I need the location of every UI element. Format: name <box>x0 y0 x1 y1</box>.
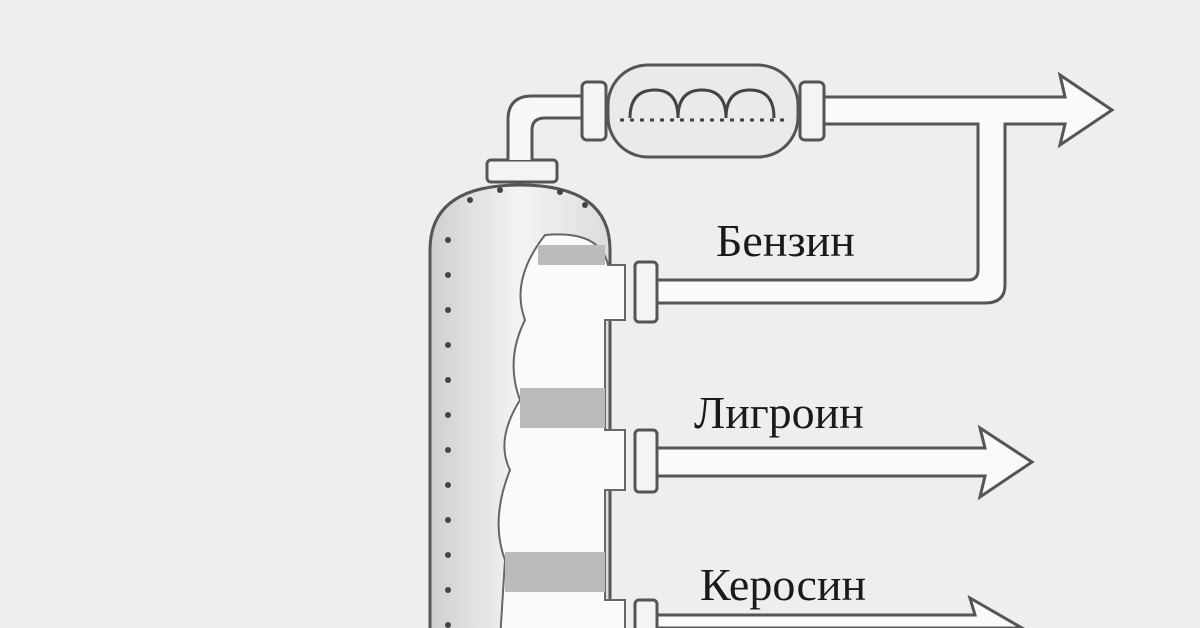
top-nozzle <box>485 158 559 184</box>
insulation-dots <box>445 187 588 628</box>
vapor-pipe <box>506 94 592 160</box>
kerosene-label: Керосин <box>700 559 867 610</box>
gasoline-label: Бензин <box>716 215 855 266</box>
condenser-coil <box>628 88 776 119</box>
gasoline-output-arrow <box>653 71 1115 305</box>
naphtha-label: Лигроин <box>694 387 864 438</box>
column-cutaway <box>497 233 626 628</box>
column-trays <box>505 245 605 592</box>
naphtha-output-arrow <box>653 424 1035 501</box>
condenser <box>606 63 800 159</box>
